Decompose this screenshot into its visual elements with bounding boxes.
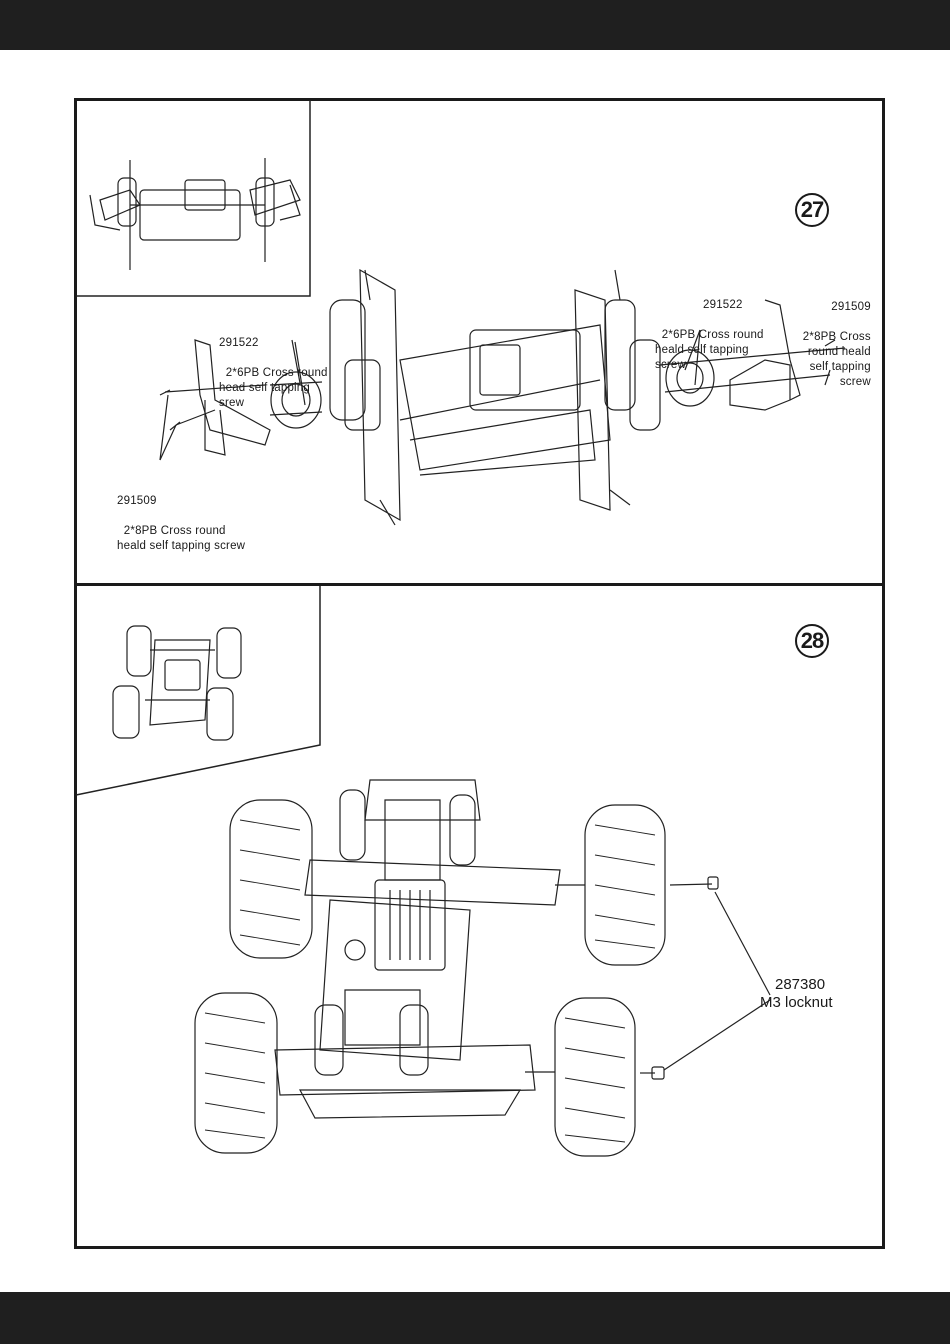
part-description: 2*6PB Cross round heald self tapping scr… [655,329,764,371]
part-code: 291522 [655,298,764,313]
label-291522-right: 291522 2*6PB Cross round heald self tapp… [655,268,764,373]
step27-main-chassis-illustration [330,270,660,525]
label-291509-right: 291509 2*8PB Cross round heald self tapp… [796,270,871,390]
step28-main-vehicle-illustration [195,780,665,1156]
part-description: 2*8PB Cross round heald self tapping scr… [803,331,871,388]
part-code: 291522 [219,336,328,351]
part-description: M3 locknut [760,994,833,1012]
part-description: 2*8PB Cross round heald self tapping scr… [117,525,245,552]
step28-inset-vehicle-illustration [113,626,241,740]
part-code: 287380 [775,976,833,994]
step-number-27: 27 [795,193,829,227]
label-291509-left: 291509 2*8PB Cross round heald self tapp… [117,464,245,554]
step27-inset-chassis-illustration [90,158,300,270]
step-number-28: 28 [795,624,829,658]
step27-inset-border [76,100,310,296]
step28-locknut-parts [640,877,770,1079]
label-287380: 287380 M3 locknut [775,976,833,1012]
part-code: 291509 [796,300,871,315]
label-291522-left: 291522 2*6PB Cross round head self tappi… [219,306,328,411]
part-description: 2*6PB Cross round head self tapping srew [219,367,328,409]
part-code: 291509 [117,494,245,509]
